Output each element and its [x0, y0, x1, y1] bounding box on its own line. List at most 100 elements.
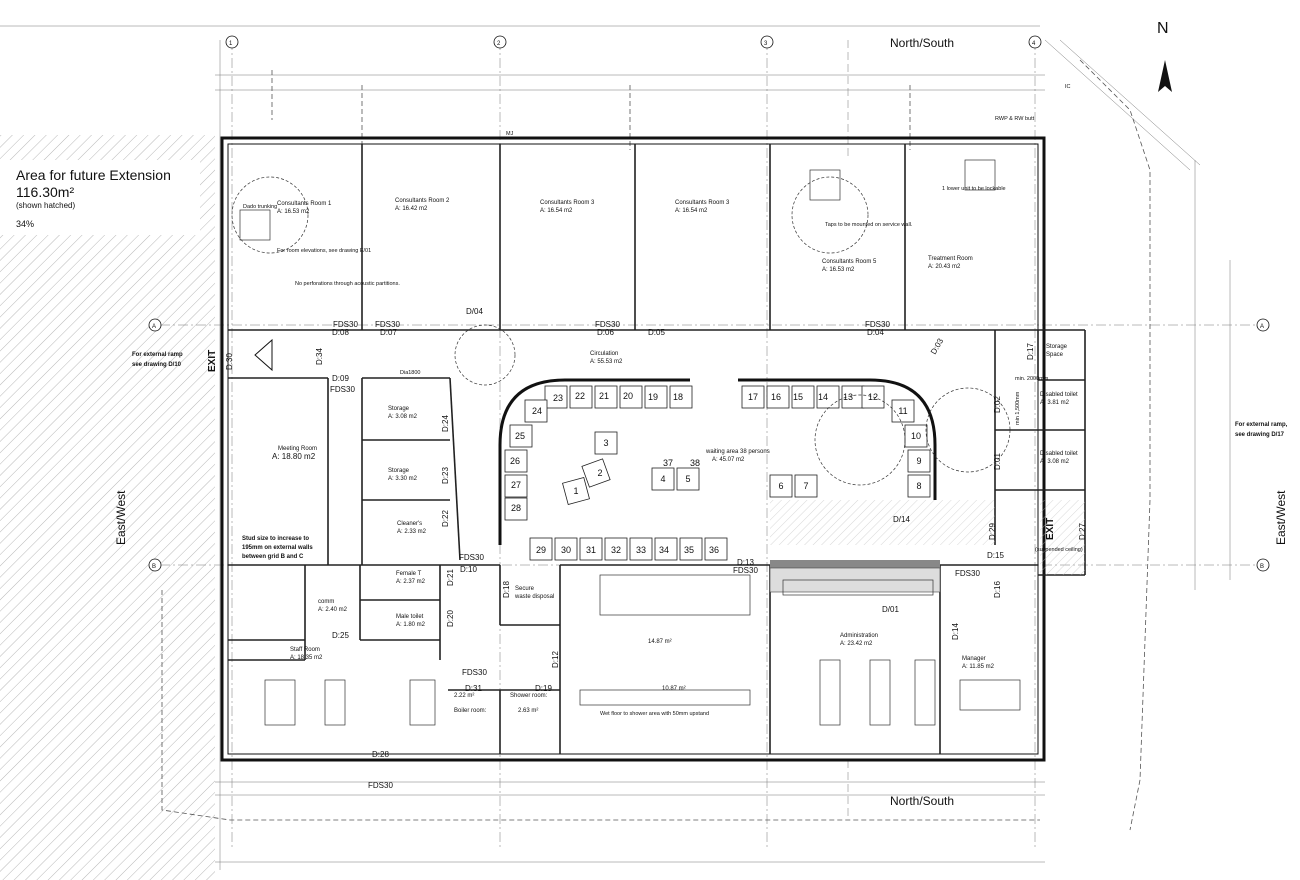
- grid-col-4: 4: [1032, 41, 1036, 47]
- grid-row-b-left: B: [152, 564, 156, 570]
- door-tag: D:24: [441, 415, 450, 432]
- external-ramp-left-2: see drawing D/10: [132, 362, 182, 368]
- room-area: A: 16.54 m2: [540, 208, 573, 214]
- room-name: Treatment Room: [928, 256, 973, 262]
- seat-number: 27: [511, 480, 521, 490]
- room-area: A: 18.35 m2: [290, 655, 323, 661]
- seat-number: 34: [659, 545, 669, 555]
- seat-number: 26: [510, 456, 520, 466]
- stud-note-2: 195mm on external walls: [242, 545, 313, 551]
- secure-waste-2: waste disposal: [514, 594, 554, 600]
- room-area: A: 2.33 m2: [397, 529, 427, 535]
- building-outline: [220, 136, 1046, 762]
- door-tag: D:13: [737, 558, 754, 567]
- room-name: Consultants Room 1: [277, 201, 332, 207]
- future-extension-area: 116.30m²: [16, 184, 74, 200]
- north-arrow-icon: [1158, 60, 1172, 92]
- door-tag: D:30: [225, 353, 234, 370]
- fds-tag: FDS30: [462, 668, 487, 677]
- note: IC: [1065, 84, 1071, 90]
- east-west-left: East/West: [114, 490, 128, 545]
- seat-number: 33: [636, 545, 646, 555]
- room-name: Administration: [840, 633, 878, 639]
- seat-number: 36: [709, 545, 719, 555]
- seat-number: 3: [603, 438, 608, 448]
- exit-label-left: EXIT: [207, 350, 218, 372]
- seat-number: 30: [561, 545, 571, 555]
- note: min 1,500mm: [1015, 391, 1021, 425]
- external-ramp-left-1: For external ramp: [132, 352, 183, 358]
- fds-tag: FDS30: [459, 553, 484, 562]
- room-name: Storage: [388, 468, 410, 474]
- seat-number: 7: [803, 481, 808, 491]
- seat-number: 24: [532, 406, 542, 416]
- door-tag: D/04: [466, 307, 483, 316]
- grid-row-a-right: A: [1260, 324, 1264, 330]
- room-name: Manager: [962, 656, 986, 662]
- door-tag: D:07: [380, 328, 397, 337]
- fds-tag: FDS30: [595, 320, 620, 329]
- future-extension-hatch: [0, 135, 215, 880]
- future-extension-title: Area for future Extension: [16, 167, 171, 183]
- door-tag: D:03: [929, 336, 946, 356]
- door-tag: D:01: [993, 453, 1002, 470]
- room-area: A: 3.30 m2: [388, 476, 418, 482]
- room-area: A: 2.37 m2: [396, 579, 426, 585]
- seat-number: 2: [597, 468, 602, 478]
- grid-row-b-right: B: [1260, 564, 1264, 570]
- door-tag: D:20: [446, 610, 455, 627]
- area-small-1: 14.87 m²: [648, 639, 672, 645]
- seat-number: 10: [911, 431, 921, 441]
- door-tag: D:04: [867, 328, 884, 337]
- storage-space-2: Space: [1046, 352, 1064, 358]
- room-area: A: 11.85 m2: [962, 664, 995, 670]
- door-tag: D:31: [465, 684, 482, 693]
- room-name: Circulation: [590, 351, 618, 357]
- note: MJ: [506, 131, 514, 137]
- storage-space-1: Storage: [1046, 344, 1068, 350]
- note: Wet floor to shower area with 50mm upsta…: [600, 711, 709, 717]
- seat-number: 21: [599, 391, 609, 401]
- seat-number: 20: [623, 391, 633, 401]
- room-name: Male toilet: [396, 614, 424, 620]
- room-area: A: 23.42 m2: [840, 641, 873, 647]
- future-extension-note: (shown hatched): [16, 201, 75, 210]
- waiting-area-wall: [498, 378, 937, 545]
- seat-number: 18: [673, 392, 683, 402]
- future-extension-percent: 34%: [16, 219, 34, 229]
- seat-number: 28: [511, 503, 521, 513]
- seat-number: 23: [553, 393, 563, 403]
- shower-room-2: 2.63 m²: [518, 708, 538, 714]
- room-area: A: 3.08 m2: [1040, 459, 1070, 465]
- room-name: comm: [318, 599, 334, 605]
- seat-number: 1: [573, 486, 578, 496]
- seat-number: 37: [663, 458, 673, 468]
- note: Taps to be mounted on service wall.: [825, 222, 913, 228]
- exit-label-right: EXIT: [1045, 518, 1056, 540]
- north-south-bottom: North/South: [890, 794, 954, 808]
- door-tag: D:05: [648, 328, 665, 337]
- door-tag: D:34: [315, 348, 324, 365]
- note: (suspended ceiling): [1035, 547, 1083, 553]
- door-tag: D:12: [551, 651, 560, 668]
- door-tag: D:09: [332, 374, 349, 383]
- boiler-room-2: Boiler room:: [454, 708, 487, 714]
- seat-number: 14: [818, 392, 828, 402]
- seat-number: 5: [685, 474, 690, 484]
- east-west-right: East/West: [1274, 490, 1288, 545]
- door-tag: D:22: [441, 510, 450, 527]
- note: For room elevations, see drawing E/01: [277, 248, 371, 254]
- waiting-area-label: waiting area 38 persons: [705, 449, 770, 455]
- room-area: A: 2.40 m2: [318, 607, 348, 613]
- room-name: Consultants Room 5: [822, 259, 877, 265]
- room-area: A: 16.53 m2: [822, 267, 855, 273]
- seat-number: 35: [684, 545, 694, 555]
- door-tag: D:25: [332, 631, 349, 640]
- area-small-2: 10.87 m²: [662, 686, 686, 692]
- door-tag: D/01: [882, 605, 899, 614]
- door-tag: D:08: [332, 328, 349, 337]
- door-tag: D:18: [502, 581, 511, 598]
- fds-tag: FDS30: [375, 320, 400, 329]
- seat-number: 22: [575, 391, 585, 401]
- seat-number: 11: [898, 406, 907, 416]
